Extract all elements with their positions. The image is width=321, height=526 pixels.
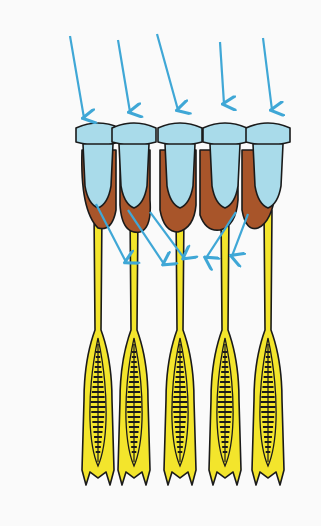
corneal-lens bbox=[112, 123, 156, 145]
lens-group bbox=[76, 123, 290, 208]
corneal-lens bbox=[203, 123, 247, 145]
corneal-lens bbox=[158, 123, 202, 145]
corneal-lens bbox=[246, 123, 290, 145]
